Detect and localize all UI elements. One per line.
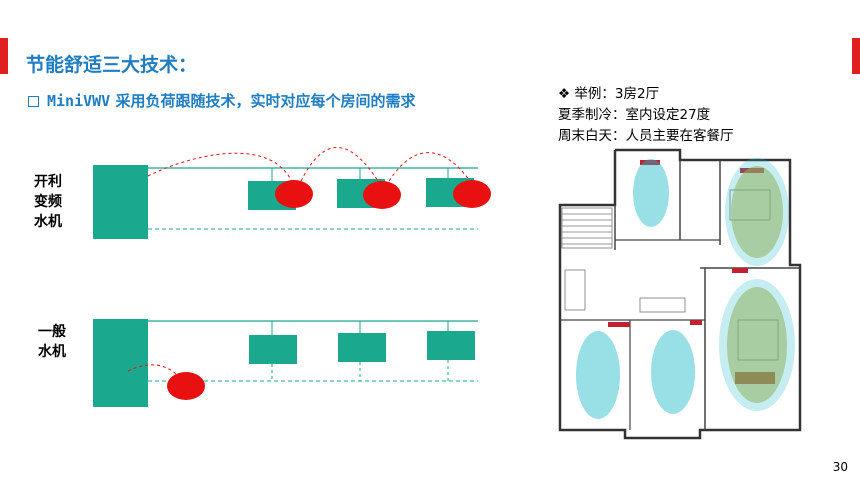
checkbox-bullet-icon <box>28 96 39 107</box>
carrier-label-line: 变频 <box>34 194 62 210</box>
living-cooling-halo <box>719 279 795 411</box>
ac-unit <box>640 160 660 165</box>
outer-walls <box>558 148 802 440</box>
example-line-3: 周末白天：人员主要在客餐厅 <box>558 128 734 144</box>
page-number: 30 <box>832 460 848 474</box>
bottom-main-unit <box>93 319 148 407</box>
dining-cooling-halo <box>725 158 789 266</box>
normal-label-line: 一般 <box>38 324 66 340</box>
accent-bar-left <box>0 38 8 74</box>
subtitle-product: MiniVWV <box>47 92 111 110</box>
dining-cooling-zone <box>731 166 783 258</box>
bottom-indoor-unit-2 <box>338 333 386 362</box>
top-load-1 <box>275 180 313 208</box>
bottom-load <box>167 372 205 400</box>
carrier-label: 开利 变频 水机 <box>34 172 62 232</box>
ac-unit <box>690 320 702 325</box>
top-main-unit <box>93 165 148 239</box>
normal-label: 一般 水机 <box>38 322 66 362</box>
ac-unit <box>732 268 748 273</box>
accent-bar-right <box>852 38 860 74</box>
top-load-3 <box>453 180 491 208</box>
ac-unit <box>608 322 630 327</box>
bottom-indoor-unit-3 <box>427 331 475 360</box>
top-signal-1 <box>147 152 293 183</box>
example-line-2: 夏季制冷：室内设定27度 <box>558 107 711 123</box>
normal-label-line: 水机 <box>38 344 66 360</box>
bottom-diagram <box>93 319 478 407</box>
carrier-label-line: 水机 <box>34 214 62 230</box>
bedroom-cooling-zone <box>576 331 620 419</box>
diamond-bullet-icon: ❖ <box>558 86 575 102</box>
top-signal-3 <box>385 152 471 187</box>
example-block: ❖ 举例：3房2厅 夏季制冷：室内设定27度 周末白天：人员主要在客餐厅 <box>558 84 734 147</box>
example-line-1-text: 举例：3房2厅 <box>574 86 660 102</box>
floor-plan <box>555 148 803 440</box>
top-load-2 <box>363 181 401 209</box>
bathtub <box>564 269 586 311</box>
bottom-signal <box>127 364 179 377</box>
slide-subtitle: MiniVWV 采用负荷跟随技术，实时对应每个房间的需求 <box>28 90 415 111</box>
example-line-1: ❖ 举例：3房2厅 <box>558 84 734 105</box>
subtitle-text: 采用负荷跟随技术，实时对应每个房间的需求 <box>110 92 416 110</box>
bottom-indoor-unit-1 <box>249 335 297 364</box>
slide-title: 节能舒适三大技术： <box>26 54 198 76</box>
carrier-label-line: 开利 <box>34 174 62 190</box>
top-diagram <box>93 147 491 239</box>
bedroom-cooling-zone <box>651 330 695 414</box>
bedroom-cooling-zone <box>633 159 669 227</box>
living-cooling-zone <box>727 287 787 403</box>
counter <box>639 297 686 313</box>
stairs <box>561 207 613 249</box>
